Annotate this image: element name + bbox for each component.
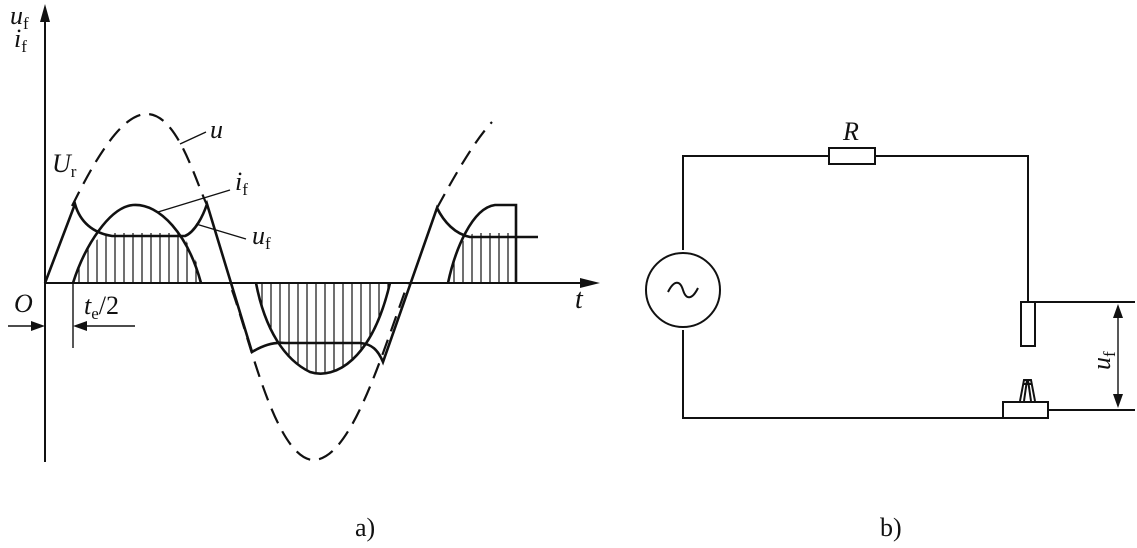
arc-voltage-uf-curve	[43, 199, 538, 366]
resistor-r	[828, 147, 876, 165]
reignition-voltage-label: Ur	[52, 149, 77, 181]
u-label-leader	[179, 131, 207, 145]
source-voltage-u-curve	[71, 112, 493, 462]
if-label-leader	[157, 189, 231, 213]
panel-b-caption: b)	[880, 513, 902, 542]
y-axis-label-uf: uf	[10, 1, 29, 33]
te-interval-label: te/2	[84, 291, 119, 323]
te-arrowhead-left	[31, 321, 45, 331]
uf-label-leader	[195, 223, 247, 240]
ac-source-symbol-icon	[667, 281, 699, 299]
panel-a-caption: a)	[355, 513, 375, 542]
uf-arrowhead-top	[1113, 304, 1123, 318]
uf-voltage-label: uf	[1087, 351, 1119, 370]
x-axis-arrow	[580, 278, 600, 288]
curve-u-label: u	[210, 115, 223, 144]
workpiece	[1002, 401, 1049, 419]
electrode	[1020, 301, 1036, 347]
y-axis-arrow	[40, 4, 50, 22]
x-axis-label-t: t	[575, 284, 584, 315]
resistor-label: R	[842, 117, 859, 146]
circuit-wire-top	[682, 155, 1029, 302]
uf-arrowhead-bottom	[1113, 394, 1123, 408]
panel-b-circuit: R uf b)	[645, 117, 1135, 542]
welding-arc-icon	[1019, 379, 1036, 402]
te-arrowhead-right	[73, 321, 87, 331]
circuit-wire-bottom	[682, 330, 1003, 419]
ac-source	[645, 252, 721, 328]
panel-a-waveforms: uf if O t u Ur if uf te/2 a)	[8, 1, 600, 542]
arc-current-if-curve	[71, 203, 518, 375]
current-hatching-positive-1	[78, 233, 197, 283]
origin-label: O	[14, 289, 33, 318]
curve-if-label: if	[235, 167, 248, 199]
current-hatching-negative	[261, 283, 389, 374]
curve-uf-label: uf	[252, 221, 271, 253]
y-axis-label-if: if	[14, 24, 27, 56]
